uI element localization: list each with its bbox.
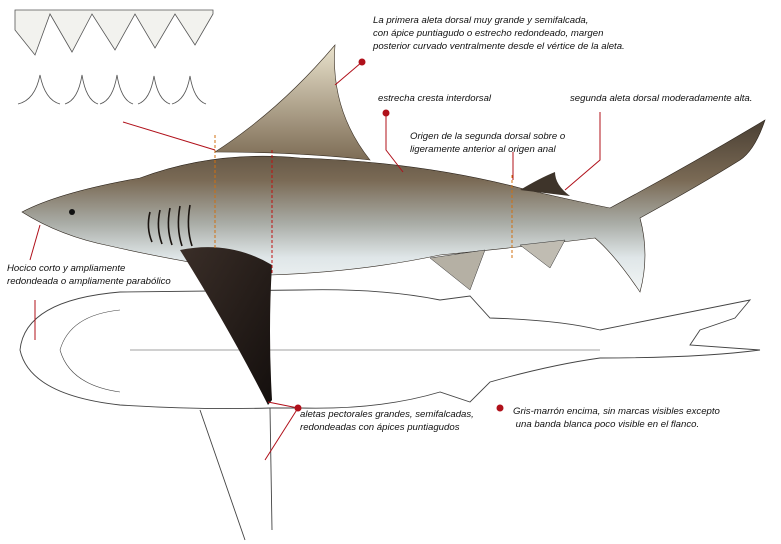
annotation-leaders [29, 61, 601, 461]
ventral-view-outline [19, 289, 761, 541]
label-coloration: Gris-marrón encima, sin marcas visibles … [513, 405, 720, 431]
guide-lines [214, 135, 513, 260]
label-interdorsal-ridge: estrecha cresta interdorsal [378, 93, 492, 104]
anal-fin [519, 239, 566, 269]
label-second-dorsal-origin: Origen de la segunda dorsal sobre o lige… [410, 130, 565, 156]
label-line: Gris-marrón encima, sin marcas visibles … [513, 406, 720, 417]
label-line: con ápice puntiagudo o estrecho redondea… [373, 28, 604, 39]
pectoral-fin [180, 247, 272, 405]
label-line: redondeadas con ápices puntiagudos [300, 422, 460, 433]
label-second-dorsal: segunda aleta dorsal moderadamente alta. [570, 93, 753, 104]
gill-slits [147, 204, 193, 247]
label-line: Origen de la segunda dorsal sobre o [410, 131, 566, 142]
first-dorsal-fin [213, 44, 371, 161]
label-line: posterior curvado ventralmente desde el … [373, 41, 625, 52]
label-line: La primera aleta dorsal muy grande y sem… [373, 15, 589, 26]
second-dorsal-fin [520, 172, 570, 196]
label-line: una banda blanca poco visible en el flan… [513, 419, 700, 430]
label-line: ligeramente anterior al origen anal [410, 144, 556, 155]
label-snout: Hocico corto y ampliamente redondeada o … [7, 262, 171, 288]
pelvic-fin [429, 249, 486, 291]
label-pectoral-fins: aletas pectorales grandes, semifalcadas,… [300, 408, 474, 434]
label-line: Hocico corto y ampliamente [7, 263, 126, 274]
eye [69, 209, 75, 215]
label-line: redondeada o ampliamente parabólico [7, 276, 171, 287]
annotation-markers [294, 58, 504, 412]
teeth-illustration [14, 9, 214, 105]
label-line: aletas pectorales grandes, semifalcadas, [300, 409, 474, 420]
label-first-dorsal: La primera aleta dorsal muy grande y sem… [373, 14, 625, 53]
